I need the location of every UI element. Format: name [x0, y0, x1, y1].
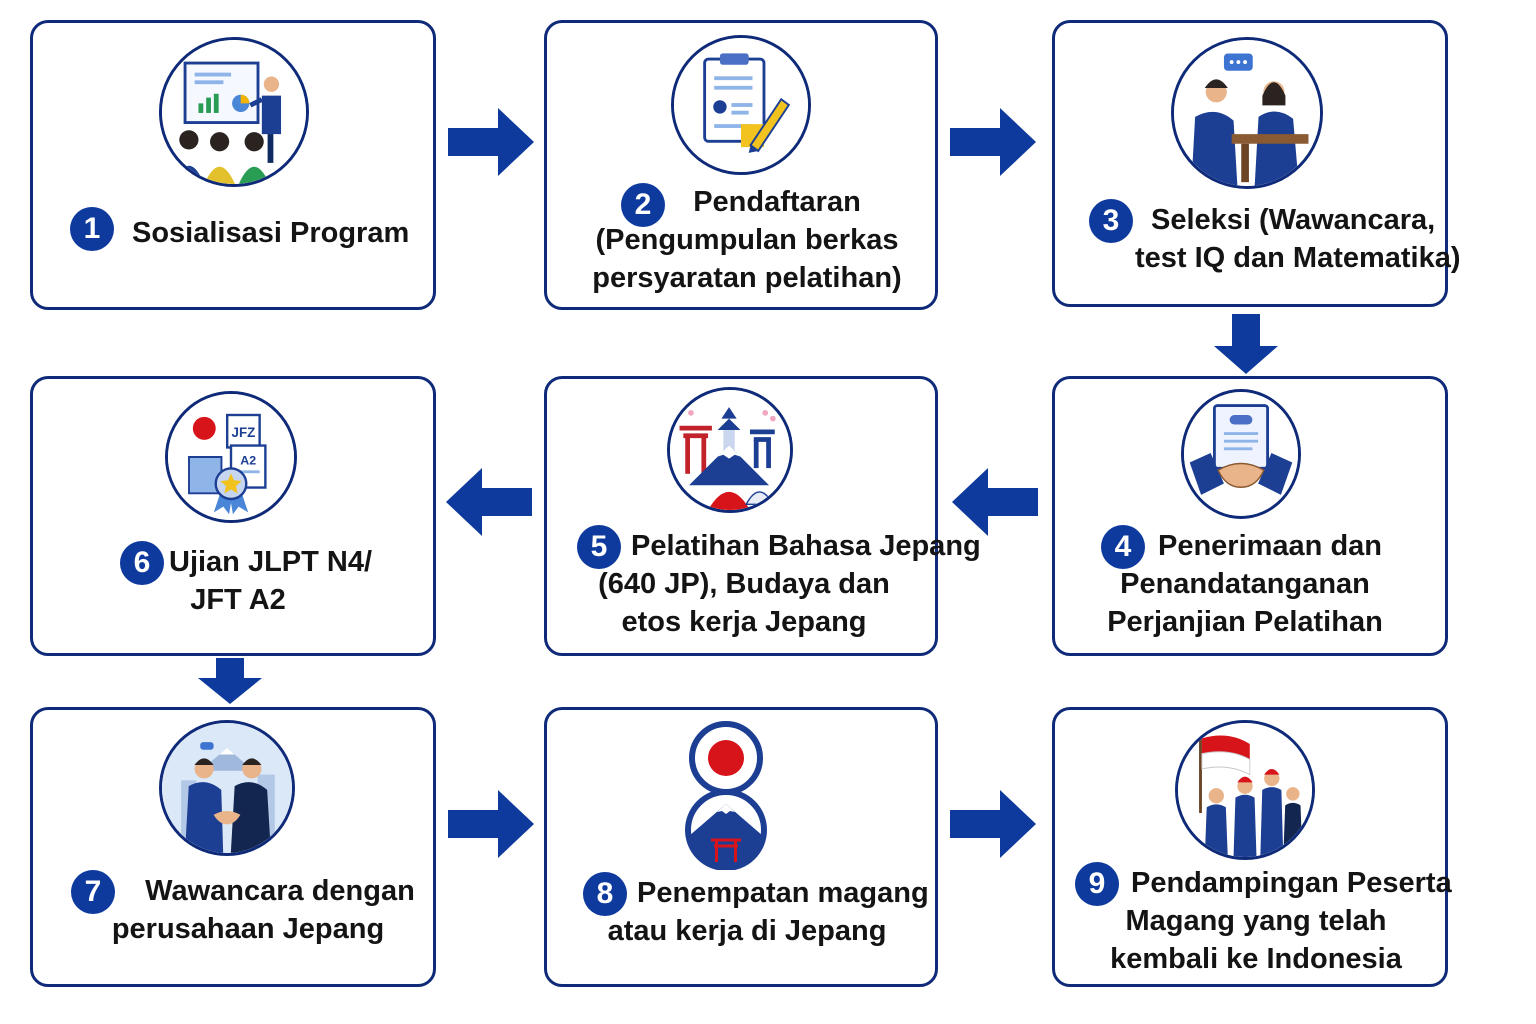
arrow-left-icon: [952, 468, 1038, 536]
step-title: Wawancara dengan perusahaan Jepang: [111, 875, 415, 945]
arrow-right-icon: [950, 790, 1036, 858]
japan-culture-icon: [667, 387, 793, 513]
arrow-down-icon: [1214, 314, 1278, 374]
step-title: Penerimaan dan Penandatanganan Perjanjia…: [1107, 530, 1383, 638]
step-title: Ujian JLPT N4/ JFT A2: [169, 546, 373, 616]
step-title: Penempatan magang atau kerja di Jepang: [607, 877, 929, 947]
clipboard-form-icon: [671, 35, 811, 175]
step-number-badge: 9: [1075, 862, 1119, 906]
step-8-card: 8 Penempatan magang atau kerja di Jepang: [544, 707, 938, 987]
step-number-badge: 8: [583, 872, 627, 916]
step-number-badge: 2: [621, 183, 665, 227]
step-title: Pendampingan Peserta Magang yang telah k…: [1110, 867, 1452, 975]
step-title: Seleksi (Wawancara, test IQ dan Matemati…: [1135, 204, 1461, 274]
step-number-badge: 5: [577, 525, 621, 569]
certificate-icon: JFZ A2: [165, 391, 297, 523]
step-number-badge: 6: [120, 541, 164, 585]
step-number-badge: 7: [71, 870, 115, 914]
interview-icon: [1171, 37, 1323, 189]
step-number-badge: 4: [1101, 525, 1145, 569]
step-number-badge: 3: [1089, 199, 1133, 243]
step-number-badge: 1: [70, 207, 114, 251]
cert-top-label: JFZ: [232, 425, 256, 440]
arrow-left-icon: [446, 468, 532, 536]
step-6-card: JFZ A2 6 Ujian JLPT N4/ JFT A2: [30, 376, 436, 656]
returnees-flag-icon: [1175, 720, 1315, 860]
presentation-icon: [159, 37, 309, 187]
step-4-card: 4 Penerimaan dan Penandatanganan Perjanj…: [1052, 376, 1448, 656]
step-3-card: 3 Seleksi (Wawancara, test IQ dan Matema…: [1052, 20, 1461, 307]
step-5-card: 5 Pelatihan Bahasa Jepang (640 JP), Buda…: [544, 376, 981, 656]
step-7-card: 7 Wawancara dengan perusahaan Jepang: [30, 707, 436, 987]
arrow-right-icon: [448, 790, 534, 858]
arrow-down-icon: [198, 658, 262, 704]
step-title: Sosialisasi Program: [132, 217, 410, 249]
arrow-right-icon: [950, 108, 1036, 176]
step-9-card: 9 Pendampingan Peserta Magang yang telah…: [1052, 707, 1452, 987]
company-handshake-icon: [159, 720, 295, 856]
cert-mid-label: A2: [240, 454, 256, 468]
japan-placement-icon: [683, 720, 769, 870]
step-2-card: 2 Pendaftaran (Pengumpulan berkas persya…: [544, 20, 938, 310]
step-title: Pendaftaran (Pengumpulan berkas persyara…: [592, 186, 902, 294]
arrow-right-icon: [448, 108, 534, 176]
step-title: Pelatihan Bahasa Jepang (640 JP), Budaya…: [598, 530, 981, 638]
handshake-contract-icon: [1181, 389, 1301, 519]
step-1-card: 1 Sosialisasi Program: [30, 20, 436, 310]
